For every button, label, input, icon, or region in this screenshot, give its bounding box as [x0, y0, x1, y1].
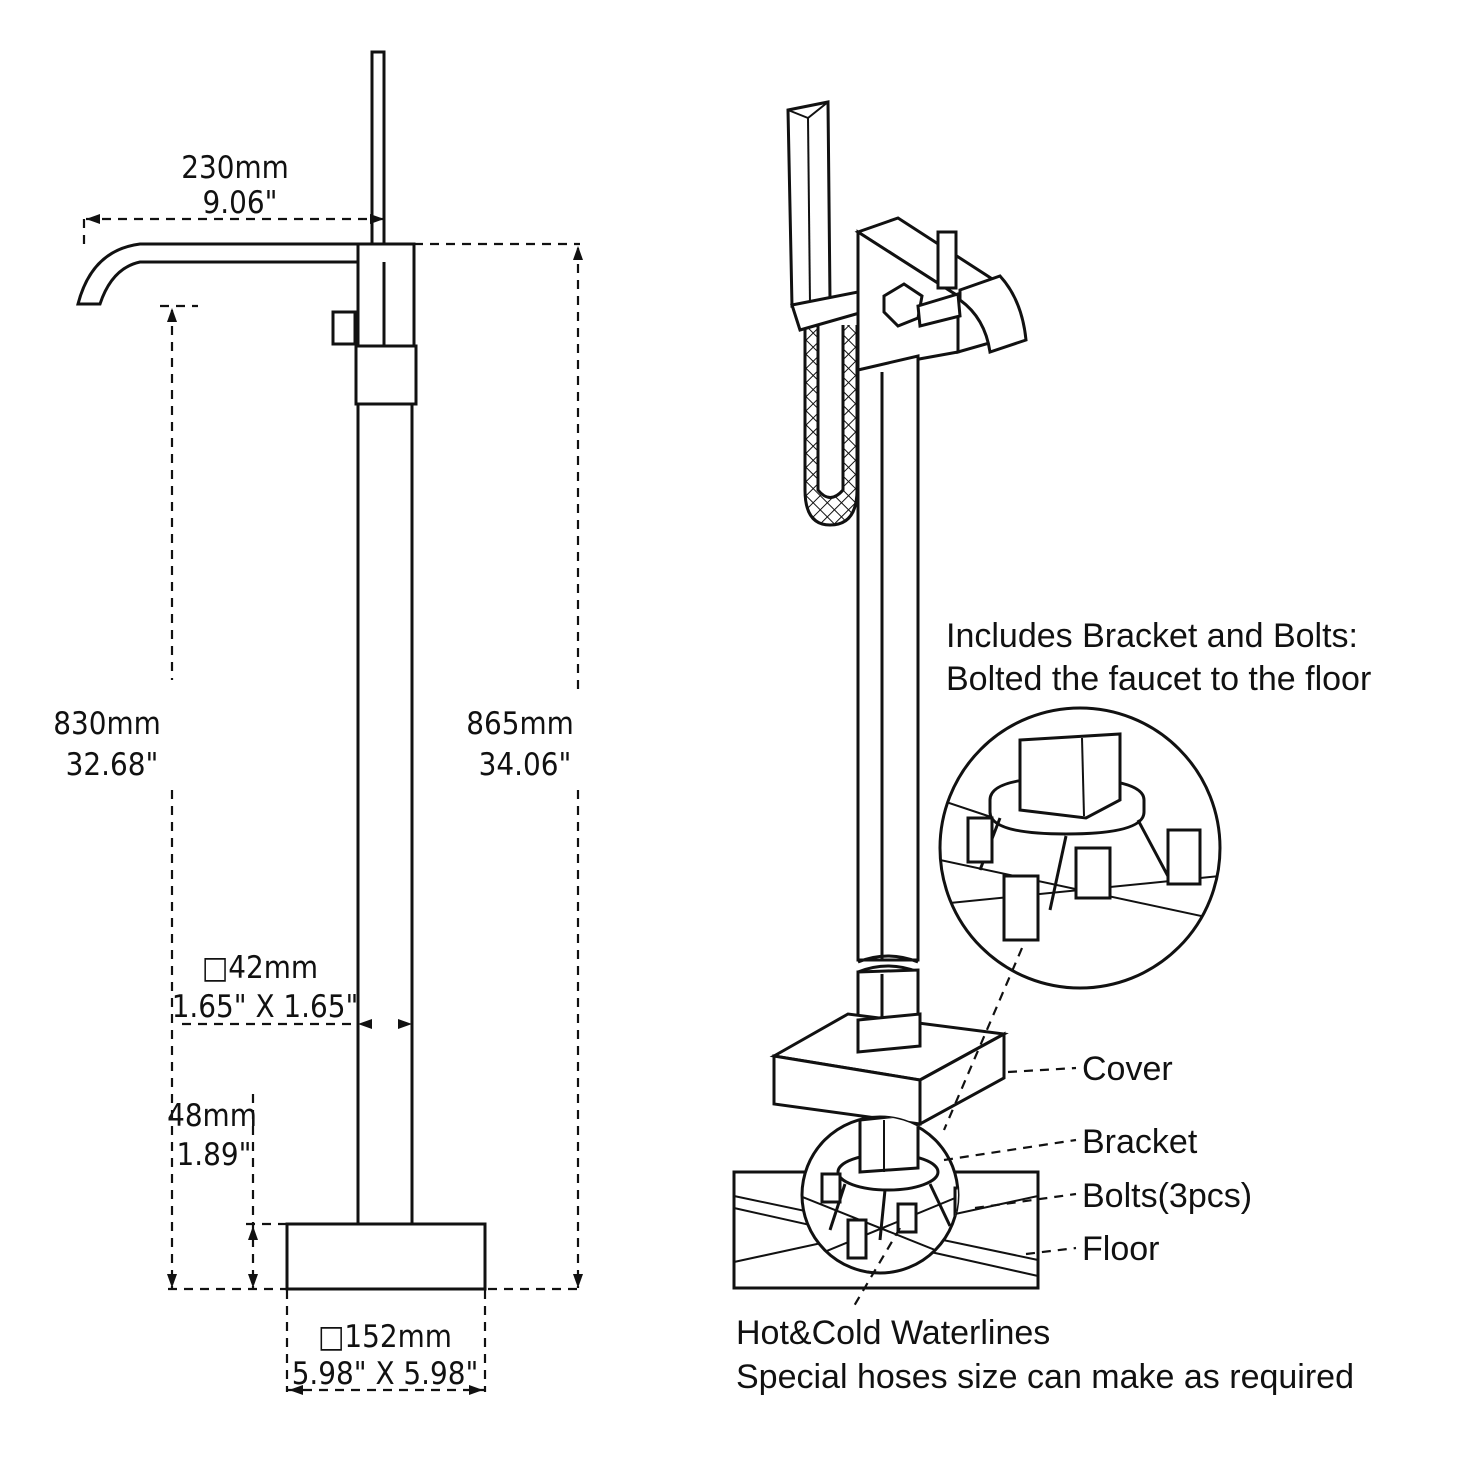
arrow-right	[370, 214, 384, 224]
arrow-base-up	[248, 1226, 258, 1240]
small-bolt-3	[953, 1186, 958, 1220]
detail-leader	[942, 947, 1024, 1131]
dim-base-height-inch: 1.89"	[177, 1137, 252, 1173]
spout	[76, 242, 414, 306]
mixer-lever	[936, 230, 958, 290]
dim-pipe-size-mm: □42mm	[202, 950, 318, 986]
dim-base-size-inch: 5.98" X 5.98"	[292, 1356, 479, 1392]
big-bolt-3	[1166, 828, 1202, 886]
big-bolt-1	[966, 816, 994, 864]
pipe	[856, 354, 920, 962]
big-bolt-4	[1002, 874, 1040, 942]
dim-spout-height-mm: 830mm	[53, 706, 161, 742]
big-leg-2	[1048, 835, 1068, 911]
dim-spout-reach-inch: 9.06"	[203, 185, 278, 221]
faucet-isometric-drawing	[732, 100, 1222, 1307]
big-leg-3	[1136, 819, 1172, 881]
arrow-left	[86, 214, 100, 224]
bracket-note-line2: Bolted the faucet to the floor	[946, 660, 1371, 698]
arrow-up	[167, 308, 177, 322]
small-leg-2	[928, 1183, 952, 1227]
dim-pipe-size-inch: 1.65" X 1.65"	[172, 989, 359, 1025]
label-floor: Floor	[1082, 1230, 1159, 1268]
arrow-down-total	[573, 1274, 583, 1288]
floor-leader	[1025, 1246, 1077, 1256]
small-bolt-1	[820, 1172, 842, 1204]
arrow-up-total	[573, 246, 583, 260]
floor-base	[285, 1222, 487, 1291]
waterlines-note-line1: Hot&Cold Waterlines	[736, 1314, 1050, 1352]
handshower-rod	[370, 50, 386, 246]
dim-total-height-mm: 865mm	[466, 706, 574, 742]
arrow-base-left	[289, 1385, 303, 1395]
pipe	[356, 402, 414, 1226]
valve-body	[356, 242, 416, 348]
bracket-note-line1: Includes Bracket and Bolts:	[946, 617, 1358, 655]
dim-spout-reach-mm: 230mm	[181, 150, 289, 186]
label-bracket: Bracket	[1082, 1123, 1198, 1161]
notes: Includes Bracket and Bolts: Bolted the f…	[736, 617, 1371, 1396]
faucet-elevation-drawing: 230mm 9.06" 830mm 32.68" 865mm 34.06" □4…	[53, 50, 583, 1395]
spout	[958, 274, 1028, 354]
waterlines-note-line2: Special hoses size can make as required	[736, 1358, 1354, 1396]
label-cover: Cover	[1082, 1050, 1173, 1088]
pipe-break-top	[857, 954, 919, 964]
cover-leader	[1007, 1066, 1077, 1074]
bolts-leader	[974, 1192, 1077, 1210]
hose-inner	[816, 325, 845, 499]
dim-spout-height-inch: 32.68"	[66, 747, 159, 783]
collar	[354, 344, 418, 406]
cover-side	[918, 1031, 1006, 1127]
big-pipe	[1018, 732, 1122, 820]
part-labels: Cover Bracket Bolts(3pcs) Floor	[1082, 1050, 1252, 1268]
small-bolt-4	[846, 1218, 868, 1260]
mixer-knob	[331, 310, 357, 346]
pipe-into-cover	[856, 1012, 922, 1054]
dim-base-height-mm: 48mm	[167, 1098, 257, 1134]
small-leg-3	[878, 1189, 887, 1241]
small-bolt-2	[896, 1202, 918, 1234]
arrow-down	[167, 1274, 177, 1288]
dim-total-height-inch: 34.06"	[479, 747, 572, 783]
big-bolt-2	[1074, 846, 1112, 900]
bracket-leader	[943, 1138, 1077, 1162]
handshower-edge3	[807, 117, 811, 305]
handshower-edge	[787, 109, 809, 119]
small-leg-1	[828, 1183, 847, 1231]
arrow-pipe-left	[358, 1019, 372, 1029]
small-pipe	[858, 1117, 920, 1174]
dim-base-size-mm: □152mm	[318, 1319, 452, 1355]
arrow-base-down	[248, 1274, 258, 1288]
arrow-base-right	[469, 1385, 483, 1395]
mixer-stem	[916, 292, 962, 328]
label-bolts: Bolts(3pcs)	[1082, 1177, 1252, 1215]
big-pipe-edge	[1081, 737, 1085, 817]
arrow-pipe-right	[398, 1019, 412, 1029]
handshower-edge2	[807, 101, 829, 119]
